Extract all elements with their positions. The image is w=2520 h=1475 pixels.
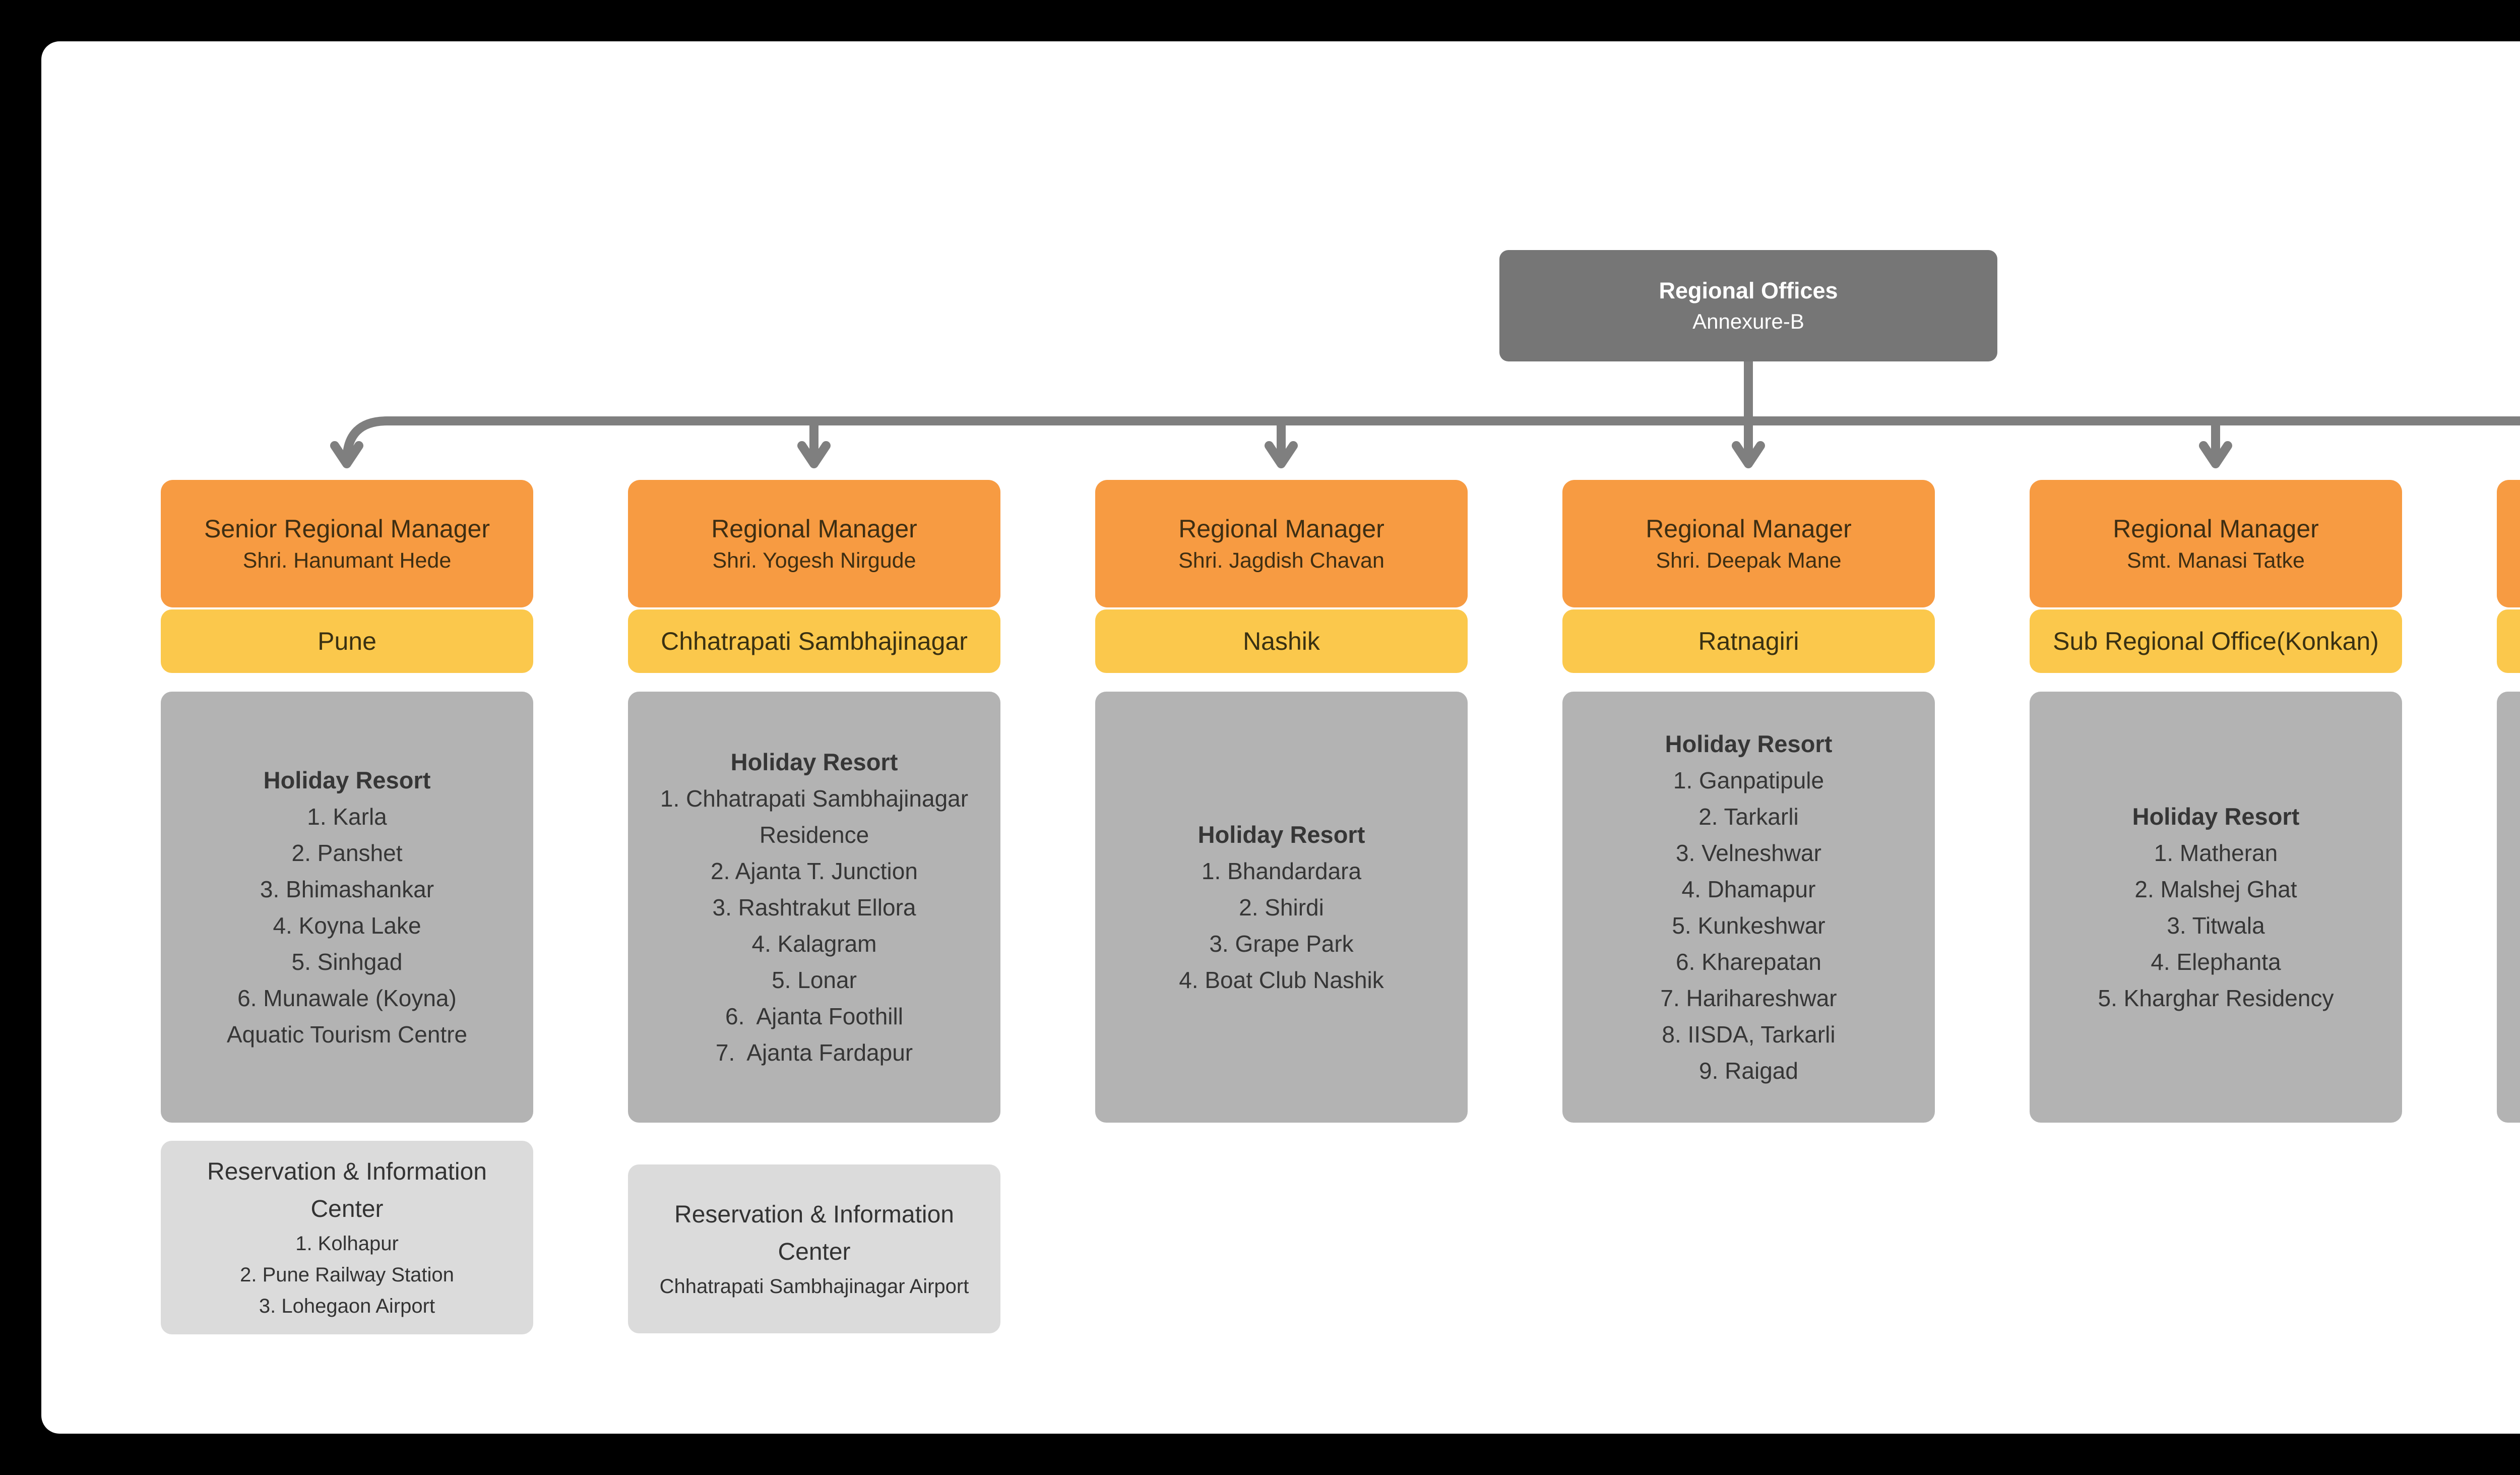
manager-box: Regional Manager Shri. Deepak Mane — [1562, 480, 1935, 607]
manager-title: Regional Manager — [1646, 514, 1852, 543]
resort-item: 2. Shirdi — [1239, 894, 1324, 920]
manager-title: Regional Manager — [1178, 514, 1384, 543]
resort-item: 4. Koyna Lake — [273, 912, 421, 939]
resort-list: 1. Bhandardara 2. Shirdi 3. Grape Park 4. B… — [1179, 853, 1384, 998]
resort-item: 3. Grape Park — [1209, 930, 1354, 957]
resort-box: Holiday Resort 1. Ganpatipule 2. Tarkarli… — [1562, 692, 1935, 1123]
resort-box: Holiday Resort 1. Bhandardara 2. Shirdi 3.… — [1095, 692, 1468, 1123]
root-box: Regional Offices Annexure-B — [1499, 250, 1997, 361]
resort-item: 1. Karla — [307, 803, 387, 830]
resort-list: 1. Matheran 2. Malshej Ghat 3. Titwala 4. E… — [2098, 835, 2334, 1016]
resort-item: 3. Rashtrakut Ellora — [712, 894, 916, 920]
resort-box: Holiday Resort 1. Matheran 2. Malshej Gha… — [2030, 692, 2402, 1123]
arrow-down-icon — [2199, 441, 2232, 468]
region-column-chhatrapati-sambhajinagar: Regional Manager Shri. Yogesh Nirgude Ch… — [628, 480, 1000, 1334]
office-badge: Ratnagiri — [1562, 609, 1935, 673]
manager-box: Senior Regional Manager Shri. Dinesh Pat… — [2497, 480, 2520, 607]
reservation-item: Chhatrapati Sambhajinagar Airport — [659, 1275, 969, 1298]
region-column-nashik: Regional Manager Shri. Jagdish Chavan Na… — [1095, 480, 1468, 1334]
resort-list: 1. Ganpatipule 2. Tarkarli 3. Velneshwar 4.… — [1660, 762, 1837, 1089]
resort-item: 4. Elephanta — [2151, 948, 2281, 975]
resort-title: Holiday Resort — [730, 748, 898, 775]
resort-box: Holiday Resort 1. Tadoba2. Navegaon band… — [2497, 692, 2520, 1123]
resort-item: 1. Bhandardara — [1201, 857, 1362, 884]
org-chart-canvas: Regional Offices Annexure-B Senior Regio… — [41, 41, 2520, 1434]
manager-name: Shri. Jagdish Chavan — [1178, 548, 1384, 573]
resort-title: Holiday Resort — [2132, 803, 2300, 830]
resort-item: 2. Ajanta T. Junction — [711, 857, 918, 884]
resort-title: Holiday Resort — [1198, 821, 1365, 848]
resort-item: 8. IISDA, Tarkarli — [1662, 1021, 1836, 1048]
resort-item: 4. Boat Club Nashik — [1179, 966, 1384, 993]
region-column-pune: Senior Regional Manager Shri. Hanumant H… — [161, 480, 533, 1334]
manager-name: Shri. Yogesh Nirgude — [712, 548, 916, 573]
resort-item: 4. Dhamapur — [1681, 876, 1816, 902]
region-column-nagpur: Senior Regional Manager Shri. Dinesh Pat… — [2497, 480, 2520, 1334]
resort-item: 3. Bhimashankar — [260, 876, 434, 902]
resort-item: 1. Chhatrapati Sambhajinagar Residence — [660, 785, 975, 848]
reservation-box: Reservation & Information Center Chhatra… — [628, 1164, 1000, 1333]
resort-item: 6. Kharepatan — [1675, 948, 1821, 975]
manager-title: Regional Manager — [711, 514, 917, 543]
resort-item: 2. Tarkarli — [1698, 803, 1799, 830]
resort-item: 3. Velneshwar — [1676, 839, 1821, 866]
arrow-down-icon — [1732, 441, 1765, 468]
root-title: Regional Offices — [1659, 278, 1838, 303]
resort-item: 6. Munawale (Koyna) — [237, 985, 457, 1011]
region-column-konkan: Regional Manager Smt. Manasi Tatke Sub R… — [2030, 480, 2402, 1334]
region-column-ratnagiri: Regional Manager Shri. Deepak Mane Ratna… — [1562, 480, 1935, 1334]
resort-list: 1. Chhatrapati Sambhajinagar Residence 2.… — [643, 780, 985, 1071]
manager-box: Regional Manager Shri. Jagdish Chavan — [1095, 480, 1468, 607]
reservation-title: Reservation & Information Center — [207, 1158, 487, 1222]
manager-name: Smt. Manasi Tatke — [2127, 548, 2305, 573]
resort-item: 3. Titwala — [2167, 912, 2265, 939]
office-badge: Pune — [161, 609, 533, 673]
connector-rail — [342, 416, 2520, 462]
resort-item: Aquatic Tourism Centre — [226, 1021, 468, 1048]
resort-title: Holiday Resort — [263, 766, 431, 793]
resort-item: 5. Kharghar Residency — [2098, 985, 2334, 1011]
reservation-item: 2. Pune Railway Station — [240, 1264, 454, 1286]
manager-title: Regional Manager — [2113, 514, 2319, 543]
region-columns: Senior Regional Manager Shri. Hanumant H… — [161, 480, 2520, 1334]
reservation-list: Chhatrapati Sambhajinagar Airport — [660, 1271, 969, 1302]
office-badge: Sub Regional Office(Konkan) — [2030, 609, 2402, 673]
resort-item: 5. Lonar — [772, 966, 857, 993]
resort-list: 1. Karla 2. Panshet 3. Bhimashankar 4. Koyn… — [227, 798, 467, 1053]
office-badge: Nagpur — [2497, 609, 2520, 673]
resort-box: Holiday Resort 1. Karla 2. Panshet 3. Bhim… — [161, 692, 533, 1123]
resort-item: 5. Kunkeshwar — [1672, 912, 1825, 939]
resort-title: Holiday Resort — [1665, 730, 1833, 757]
reservation-box: Reservation & Information Center 1. Kolh… — [161, 1141, 533, 1334]
manager-box: Senior Regional Manager Shri. Hanumant H… — [161, 480, 533, 607]
arrow-down-icon — [797, 441, 831, 468]
office-badge: Nashik — [1095, 609, 1468, 673]
root-subtitle: Annexure-B — [1692, 310, 1804, 333]
resort-box: Holiday Resort 1. Chhatrapati Sambhajina… — [628, 692, 1000, 1123]
resort-item: 1. Ganpatipule — [1673, 767, 1824, 793]
reservation-item: 1. Kolhapur — [295, 1233, 399, 1255]
resort-item: 5. Sinhgad — [291, 948, 403, 975]
manager-title: Senior Regional Manager — [204, 514, 490, 543]
manager-name: Shri. Hanumant Hede — [242, 548, 452, 573]
reservation-item: 3. Lohegaon Airport — [259, 1295, 435, 1317]
resort-item: 2. Panshet — [291, 839, 403, 866]
reservation-title: Reservation & Information Center — [674, 1201, 954, 1265]
resort-item: 7. Ajanta Fardapur — [715, 1039, 913, 1066]
resort-item: 6. Ajanta Foothill — [725, 1003, 903, 1029]
manager-box: Regional Manager Shri. Yogesh Nirgude — [628, 480, 1000, 607]
manager-box: Regional Manager Smt. Manasi Tatke — [2030, 480, 2402, 607]
manager-name: Shri. Deepak Mane — [1656, 548, 1842, 573]
resort-item: 9. Raigad — [1699, 1057, 1798, 1084]
arrow-down-icon — [1265, 441, 1298, 468]
reservation-list: 1. Kolhapur 2. Pune Railway Station 3. Loh… — [240, 1228, 454, 1322]
resort-item: 4. Kalagram — [751, 930, 877, 957]
arrow-down-icon — [330, 441, 363, 468]
resort-item: 7. Harihareshwar — [1660, 985, 1837, 1011]
resort-item: 1. Matheran — [2154, 839, 2278, 866]
office-badge: Chhatrapati Sambhajinagar — [628, 609, 1000, 673]
resort-item: 2. Malshej Ghat — [2134, 876, 2297, 902]
